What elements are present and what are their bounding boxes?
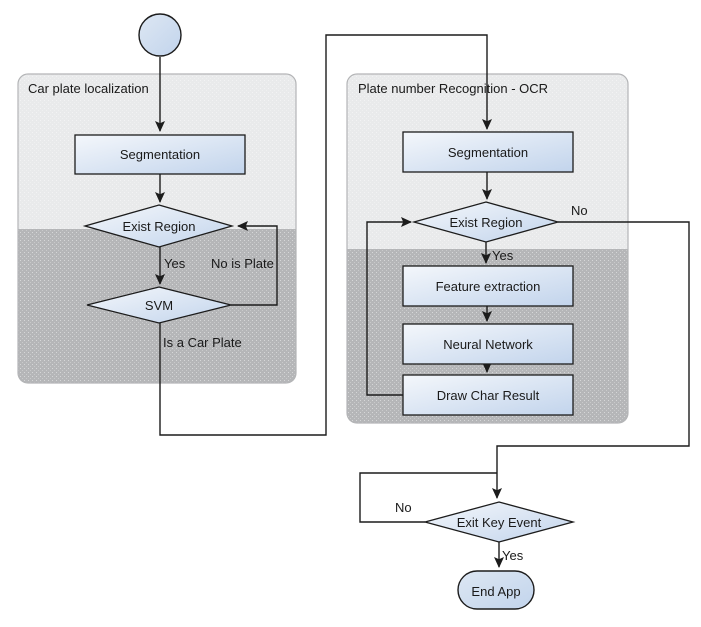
node-label: Draw Char Result bbox=[437, 388, 540, 403]
edge-label-no-exit: No bbox=[395, 500, 412, 515]
process-box bbox=[74, 134, 246, 175]
node-segmentation-left: Segmentation bbox=[74, 134, 246, 175]
node-label: Exit Key Event bbox=[457, 515, 542, 530]
node-segmentation-ocr: Segmentation bbox=[402, 131, 574, 173]
node-label: End App bbox=[471, 584, 520, 599]
node-label: Exist Region bbox=[123, 219, 196, 234]
edge-labels: Yes No is Plate Is a Car Plate No Yes No… bbox=[163, 203, 588, 563]
node-label: SVM bbox=[145, 298, 173, 313]
decision-diamond bbox=[86, 286, 232, 324]
edge-label-yes-exit: Yes bbox=[502, 548, 524, 563]
node-start bbox=[138, 13, 182, 57]
container-border bbox=[17, 73, 297, 384]
process-box bbox=[402, 265, 574, 307]
edge-draw-char-loop-to-exist-region bbox=[366, 217, 412, 396]
node-exist-region-left: Exist Region bbox=[82, 204, 235, 248]
decision-diamond bbox=[411, 201, 561, 243]
edge-label-no-is-plate: No is Plate bbox=[211, 256, 274, 271]
node-svm: SVM bbox=[86, 286, 232, 324]
node-label: Feature extraction bbox=[436, 279, 541, 294]
edge-label-yes-left: Yes bbox=[164, 256, 186, 271]
container-title-ocr: Plate number Recognition - OCR bbox=[358, 81, 548, 96]
node-label: Neural Network bbox=[443, 337, 533, 352]
edge-label-is-a-car-plate: Is a Car Plate bbox=[163, 335, 242, 350]
node-end-app: End App bbox=[457, 570, 535, 610]
node-feature-extraction: Feature extraction bbox=[402, 265, 574, 307]
terminator-stadium bbox=[457, 570, 535, 610]
node-label: Segmentation bbox=[448, 145, 528, 160]
node-neural-network: Neural Network bbox=[402, 323, 574, 365]
edge-exit-key-no-loop bbox=[359, 472, 497, 523]
edge-label-yes-right: Yes bbox=[492, 248, 514, 263]
edge-svm-to-ocr-segmentation bbox=[159, 34, 492, 436]
node-exist-region-ocr: Exist Region bbox=[411, 201, 561, 243]
edge-exist-region-no-to-exit-key bbox=[492, 221, 690, 499]
start-circle bbox=[138, 13, 182, 57]
decision-diamond bbox=[82, 204, 235, 248]
node-draw-char-result: Draw Char Result bbox=[402, 374, 574, 416]
process-box bbox=[402, 374, 574, 416]
node-label: Exist Region bbox=[450, 215, 523, 230]
container-title-localization: Car plate localization bbox=[28, 81, 149, 96]
edge-svm-no-loop-to-exist-region bbox=[231, 221, 278, 306]
node-exit-key-event: Exit Key Event bbox=[422, 501, 576, 543]
decision-diamond bbox=[422, 501, 576, 543]
flow-connectors bbox=[155, 34, 690, 568]
process-box bbox=[402, 131, 574, 173]
edge-label-no-right: No bbox=[571, 203, 588, 218]
process-box bbox=[402, 323, 574, 365]
node-label: Segmentation bbox=[120, 147, 200, 162]
